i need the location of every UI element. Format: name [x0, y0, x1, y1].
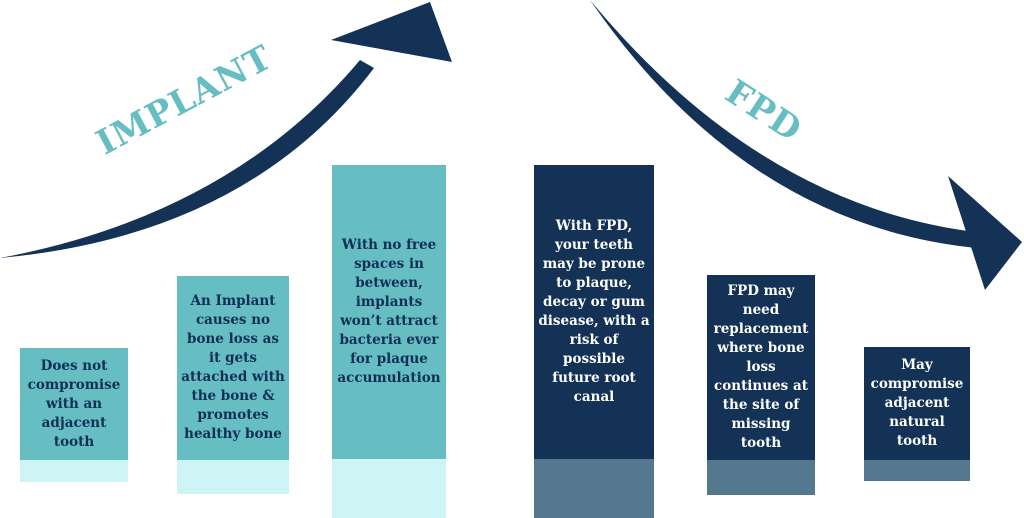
column-text-label: FPD may need replacement where bone loss…: [713, 283, 809, 451]
upward-curved-arrow-icon: [0, 2, 452, 258]
column-text-label: With no free spaces in between, implants…: [337, 237, 441, 386]
column-text-label: An Implant causes no bone loss as it get…: [181, 293, 285, 442]
column-base: [177, 460, 289, 494]
column-base: [332, 459, 446, 518]
column-text-label: May compromise adjacent natural tooth: [870, 357, 964, 449]
implant-column-3: With no free spaces in between, implants…: [332, 165, 446, 518]
column-text: An Implant causes no bone loss as it get…: [177, 276, 289, 460]
fpd-column-3: May compromise adjacent natural tooth: [864, 347, 970, 481]
column-base: [20, 460, 128, 482]
fpd-column-1: With FPD, your teeth may be prone to pla…: [534, 165, 654, 518]
column-base: [864, 460, 970, 481]
downward-curved-arrow-icon: [590, 0, 1022, 290]
column-text: With no free spaces in between, implants…: [332, 165, 446, 459]
column-text: Does not compromise with an adjacent too…: [20, 348, 128, 460]
fpd-column-2: FPD may need replacement where bone loss…: [707, 275, 815, 495]
implant-column-2: An Implant causes no bone loss as it get…: [177, 276, 289, 494]
column-text-label: Does not compromise with an adjacent too…: [27, 357, 121, 450]
implant-column-1: Does not compromise with an adjacent too…: [20, 348, 128, 482]
column-base: [534, 459, 654, 518]
column-text: FPD may need replacement where bone loss…: [707, 275, 815, 460]
column-text-label: With FPD, your teeth may be prone to pla…: [538, 218, 650, 405]
column-base: [707, 460, 815, 495]
column-text: May compromise adjacent natural tooth: [864, 347, 970, 460]
column-text: With FPD, your teeth may be prone to pla…: [534, 165, 654, 459]
